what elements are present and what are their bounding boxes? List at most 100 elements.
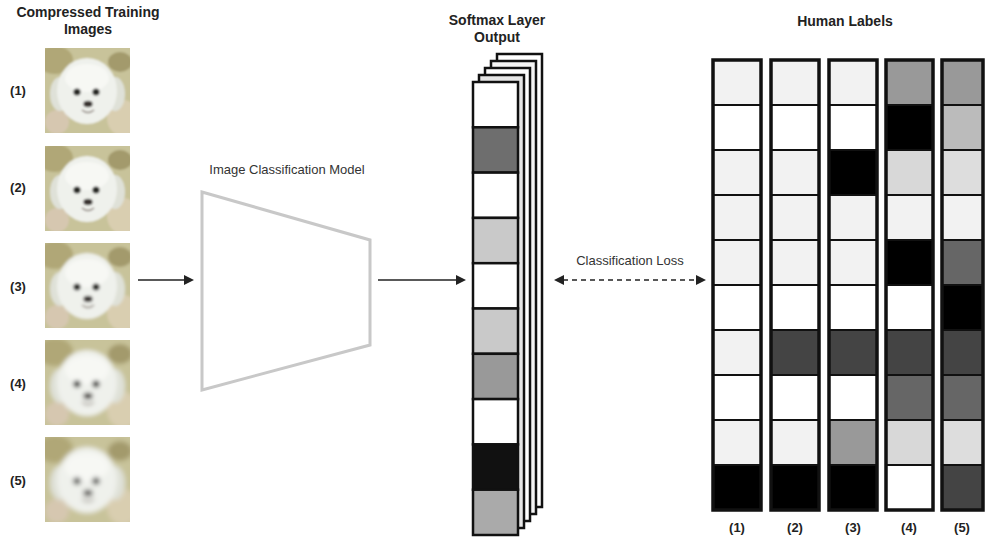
connector-line xyxy=(563,279,697,281)
arrowhead xyxy=(184,275,194,285)
label-cell xyxy=(829,420,877,465)
label-cell xyxy=(771,375,819,420)
dog-image xyxy=(33,328,143,438)
connector-line xyxy=(138,279,185,281)
label-cell xyxy=(771,420,819,465)
label-cell xyxy=(886,150,933,195)
label-cell xyxy=(829,285,877,330)
connector xyxy=(378,275,466,285)
dog-image xyxy=(33,36,143,146)
column-border xyxy=(886,60,933,510)
column-border xyxy=(771,60,819,510)
heading: Human Labels xyxy=(745,13,945,30)
label-cell xyxy=(942,420,983,465)
label-cell xyxy=(829,330,877,375)
label-cell xyxy=(713,150,761,195)
label-cell xyxy=(829,195,877,240)
softmax-cell xyxy=(473,399,518,444)
label-cell xyxy=(942,285,983,330)
softmax-cell xyxy=(473,82,518,127)
label-cell xyxy=(771,330,819,375)
label-cell xyxy=(713,285,761,330)
label-cell xyxy=(942,375,983,420)
dog-image xyxy=(33,425,143,535)
label-cell xyxy=(771,465,819,510)
arrowhead xyxy=(456,275,466,285)
callout-number: (2) xyxy=(787,520,803,535)
label-cell xyxy=(829,105,877,150)
softmax-output: Softmax Layer Output xyxy=(470,54,550,536)
callout-number: (4) xyxy=(901,520,917,535)
callout-number: (4) xyxy=(10,376,26,391)
label-cell xyxy=(886,105,933,150)
human-labels: Human Labels xyxy=(710,58,985,512)
softmax-cell xyxy=(473,309,518,354)
softmax-cell xyxy=(473,354,518,399)
label-cell xyxy=(942,105,983,150)
callout-number: (1) xyxy=(10,83,26,98)
label-cell xyxy=(771,60,819,105)
softmax-front-column xyxy=(473,82,518,535)
label-column xyxy=(886,60,933,510)
heading: Softmax Layer Output xyxy=(435,12,559,46)
image-column: Compressed Training Images xyxy=(42,46,134,524)
callout-number: (3) xyxy=(845,520,861,535)
label-cell xyxy=(771,150,819,195)
label-cell xyxy=(942,195,983,240)
dog-image xyxy=(33,231,143,341)
label-cell xyxy=(886,420,933,465)
heading: Image Classification Model xyxy=(172,161,402,178)
column-border xyxy=(829,60,877,510)
label-cell xyxy=(886,195,933,240)
softmax-cell xyxy=(473,490,518,535)
softmax-cell xyxy=(473,444,518,489)
arrowhead xyxy=(554,275,564,285)
label-column xyxy=(942,60,983,510)
connector xyxy=(554,275,706,285)
softmax-cell xyxy=(473,173,518,218)
label-cell xyxy=(942,465,983,510)
softmax-cell xyxy=(473,127,518,172)
label-cell xyxy=(886,375,933,420)
column-border xyxy=(713,60,761,510)
label-cell xyxy=(942,240,983,285)
dog-image xyxy=(33,134,143,244)
callout-number: (3) xyxy=(10,279,26,294)
callout-number: (5) xyxy=(954,520,970,535)
label-cell xyxy=(942,150,983,195)
callout-number: (1) xyxy=(729,520,745,535)
label-cell xyxy=(942,60,983,105)
label-column xyxy=(713,60,761,510)
softmax-stack xyxy=(473,54,542,535)
label-cell xyxy=(886,60,933,105)
label-cell xyxy=(771,285,819,330)
connector xyxy=(138,275,194,285)
label-cell xyxy=(713,195,761,240)
label-cell xyxy=(886,330,933,375)
edge-label: Classification Loss xyxy=(574,253,686,268)
label-cell xyxy=(771,195,819,240)
connector-line xyxy=(378,279,457,281)
label-cell xyxy=(886,465,933,510)
label-cell xyxy=(886,240,933,285)
label-cell xyxy=(771,240,819,285)
label-cell xyxy=(829,150,877,195)
label-cell xyxy=(942,330,983,375)
label-cell xyxy=(886,285,933,330)
softmax-cell xyxy=(473,263,518,308)
trapezoid-shape xyxy=(202,192,370,390)
label-cell xyxy=(829,60,877,105)
softmax-cell xyxy=(473,218,518,263)
callout-number: (2) xyxy=(10,180,26,195)
label-cell xyxy=(829,465,877,510)
label-cell xyxy=(771,105,819,150)
label-cell xyxy=(713,240,761,285)
model-trapezoid: Image Classification Model xyxy=(198,188,374,394)
heading: Compressed Training Images xyxy=(8,4,168,38)
label-column xyxy=(771,60,819,510)
label-cell xyxy=(713,375,761,420)
label-cell xyxy=(713,60,761,105)
arrowhead xyxy=(696,275,706,285)
